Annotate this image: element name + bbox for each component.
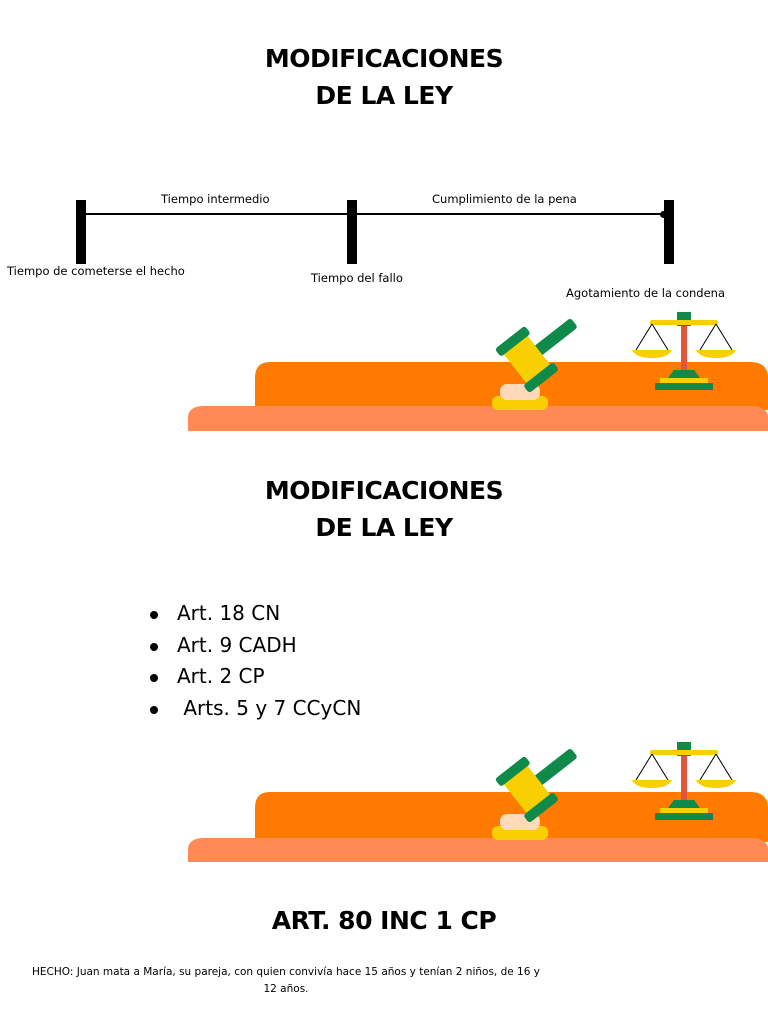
law-articles-list: Art. 18 CN Art. 9 CADH Art. 2 CP Arts. 5… — [148, 598, 361, 724]
hecho-text: HECHO: Juan mata a María, su pareja, con… — [0, 964, 572, 998]
timeline-marker-middle — [347, 200, 357, 264]
timeline-end-dot — [660, 211, 667, 218]
list-item: Art. 2 CP — [148, 661, 361, 693]
gavel-icon — [492, 319, 577, 410]
timeline-marker-start — [76, 200, 86, 264]
section1-title-line2: DE LA LEY — [315, 81, 453, 110]
list-item: Arts. 5 y 7 CCyCN — [148, 693, 361, 725]
court-illustration-1 — [188, 312, 768, 431]
timeline-marker-end — [664, 200, 674, 264]
section3-title: ART. 80 INC 1 CP — [271, 906, 497, 935]
timeline-start-label: Tiempo de cometerse el hecho — [7, 264, 185, 278]
list-item: Art. 9 CADH — [148, 630, 361, 662]
scales-icon — [632, 312, 736, 390]
timeline-line-2 — [354, 213, 664, 215]
timeline-interval2-label: Cumplimiento de la pena — [432, 192, 577, 206]
timeline-line-1 — [82, 213, 354, 215]
section2-title: MODIFICACIONES DE LA LEY — [0, 472, 768, 546]
hecho-line2: 12 años. — [263, 983, 309, 995]
bench — [188, 362, 768, 431]
section2-title-line2: DE LA LEY — [315, 513, 453, 542]
timeline-end-label: Agotamiento de la condena — [566, 286, 726, 300]
hecho-line1: HECHO: Juan mata a María, su pareja, con… — [32, 966, 540, 978]
section1-title: MODIFICACIONES DE LA LEY — [0, 40, 768, 114]
scales-icon — [632, 742, 736, 820]
section1-title-line1: MODIFICACIONES — [264, 44, 504, 73]
gavel-icon — [492, 749, 577, 840]
list-item: Art. 18 CN — [148, 598, 361, 630]
section2-title-line1: MODIFICACIONES — [264, 476, 504, 505]
timeline-middle-label: Tiempo del fallo — [311, 271, 403, 285]
timeline-interval1-label: Tiempo intermedio — [161, 192, 270, 206]
court-illustration-2 — [188, 742, 768, 862]
